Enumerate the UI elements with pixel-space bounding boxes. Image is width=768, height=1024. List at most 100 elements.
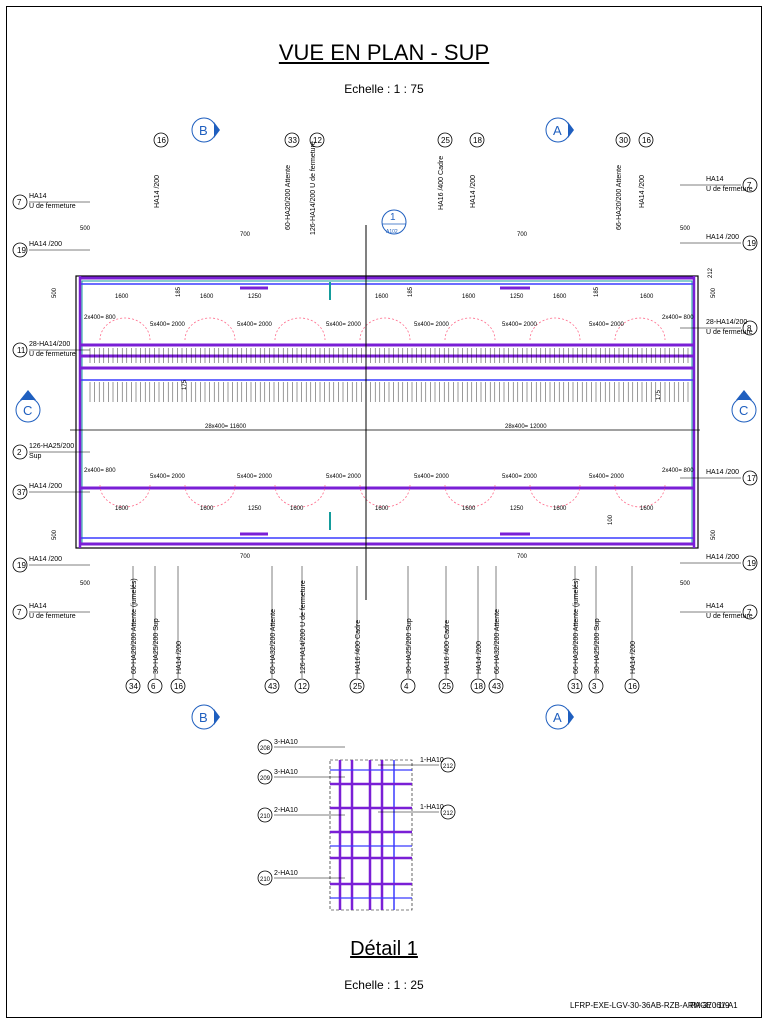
dim-185-a: 185 [176,286,182,297]
left-label-subtext: U de fermeture [29,613,76,620]
bottom-label-number: 12 [298,682,307,691]
detail-callout-number: 1 [390,212,396,223]
dim-1250-a: 1250 [248,294,262,300]
left-label-number: 19 [17,246,26,255]
detail-label-text: 3-HA10 [274,739,298,746]
left-label-text: 126-HA25/200 [29,443,74,450]
right-label-text: HA14 [706,176,724,183]
dim-2x400-br: 2x400= 800 [662,468,694,474]
dim-1600-k: 1600 [462,506,476,512]
top-label-text: HA16 /400 Cadre [438,156,445,210]
bottom-label-text: 126-HA14/200 U de fermeture [300,580,307,674]
detail-scale: Echelle : 1 : 25 [344,978,424,992]
left-label-subtext: Sup [29,453,42,460]
detail-label-number: 210 [260,814,271,820]
dim-500-right-bottom: 500 [711,529,717,540]
dim-5x400-e: 5x400= 2000 [502,322,538,328]
right-label-number: 7 [747,181,752,190]
bottom-label-text: HA14 /200 [630,641,637,674]
dim-500-top: 500 [80,226,91,232]
dim-1600-c: 1600 [375,294,389,300]
bottom-label-number: 31 [571,682,580,691]
top-label-number: 12 [313,136,322,145]
bottom-label-number: 6 [151,682,156,691]
dim-1600-l: 1600 [553,506,567,512]
section-label-a-bottom: A [553,710,562,725]
section-label-c-right: C [739,403,748,418]
section-label-b: B [199,123,208,138]
left-label-subtext: U de fermeture [29,351,76,358]
longitudinal-bars [78,276,696,548]
dim-212: 212 [708,267,714,278]
dim-long-left: 28x400= 11600 [205,424,247,430]
bottom-label-number: 16 [628,682,637,691]
left-label-text: HA14 /200 [29,483,62,490]
section-label-b-bottom: B [199,710,208,725]
right-label-text: HA14 /200 [706,554,739,561]
top-label-text: HA14 /200 [154,175,161,208]
detail-callout-ref: A102 [386,229,398,235]
drawing-reference: LFRP-EXE-LGV-30-36AB-RZB-ARM-37061-A1 [570,1001,738,1010]
dim-5x400-k: 5x400= 2000 [502,474,538,480]
dim-1250-b: 1250 [510,294,524,300]
bottom-label-text: 30-HA25/200 Sup [594,618,601,674]
dim-2x400-bl: 2x400= 800 [84,468,116,474]
dim-500-bottom-right: 500 [680,581,691,587]
detail-label-number: 212 [443,811,454,817]
dim-2x400-tl: 2x400= 800 [84,315,116,321]
top-label-number: 30 [619,136,628,145]
dim-100: 100 [608,514,614,525]
right-label-text: HA14 /200 [706,469,739,476]
dim-185-b: 185 [408,286,414,297]
right-label-text: HA14 /200 [706,234,739,241]
detail-label-text: 1-HA10 [420,804,444,811]
bottom-label-text: 66-HA32/200 Attente [494,609,501,674]
bottom-label-number: 3 [592,682,597,691]
cover-line [81,280,693,544]
stirrup-arcs [99,317,666,508]
left-label-text: HA14 /200 [29,556,62,563]
dim-5x400-f: 5x400= 2000 [589,322,625,328]
top-label-text: 60-HA20/200 Attente [285,165,292,230]
bottom-label-number: 25 [442,682,451,691]
bottom-label-number: 4 [404,682,409,691]
top-label-text: HA14 /200 [639,175,646,208]
right-label-text: 28-HA14/200 [706,319,747,326]
dim-1600-e: 1600 [553,294,567,300]
dim-5x400-a: 5x400= 2000 [150,322,186,328]
detail-label-number: 208 [260,746,271,752]
dim-1600-i: 1600 [290,506,304,512]
bottom-label-text: HA16 /400 Cadre [444,620,451,674]
bottom-label-number: 43 [492,682,501,691]
section-label-a: A [553,123,562,138]
dim-500-bottom: 500 [80,581,91,587]
left-label-number: 7 [17,198,22,207]
detail-rebar-labels: 2083-HA102093-HA102102-HA102102-HA102121… [257,739,456,886]
detail-label-text: 1-HA10 [420,757,444,764]
dim-700-bottom-right: 700 [517,554,528,560]
right-label-number: 8 [747,324,752,333]
bottom-label-text: HA14 /200 [176,641,183,674]
right-label-text: HA14 [706,603,724,610]
dim-5x400-i: 5x400= 2000 [326,474,362,480]
bottom-label-text: HA14 /200 [476,641,483,674]
dim-700-top-right: 700 [517,232,528,238]
dim-5x400-b: 5x400= 2000 [237,322,273,328]
right-label-number: 19 [747,559,756,568]
left-label-text: HA14 [29,603,47,610]
dim-5x400-j: 5x400= 2000 [414,474,450,480]
left-label-text: HA14 /200 [29,241,62,248]
dim-1250-c: 1250 [248,506,262,512]
bottom-label-text: HA16 /400 Cadre [355,620,362,674]
left-label-number: 2 [17,448,22,457]
left-label-text: HA14 [29,193,47,200]
left-label-number: 7 [17,608,22,617]
dim-1600-f: 1600 [640,294,654,300]
drawing-frame [6,6,762,1018]
detail-1-drawing [329,759,413,911]
detail-label-number: 210 [260,877,271,883]
